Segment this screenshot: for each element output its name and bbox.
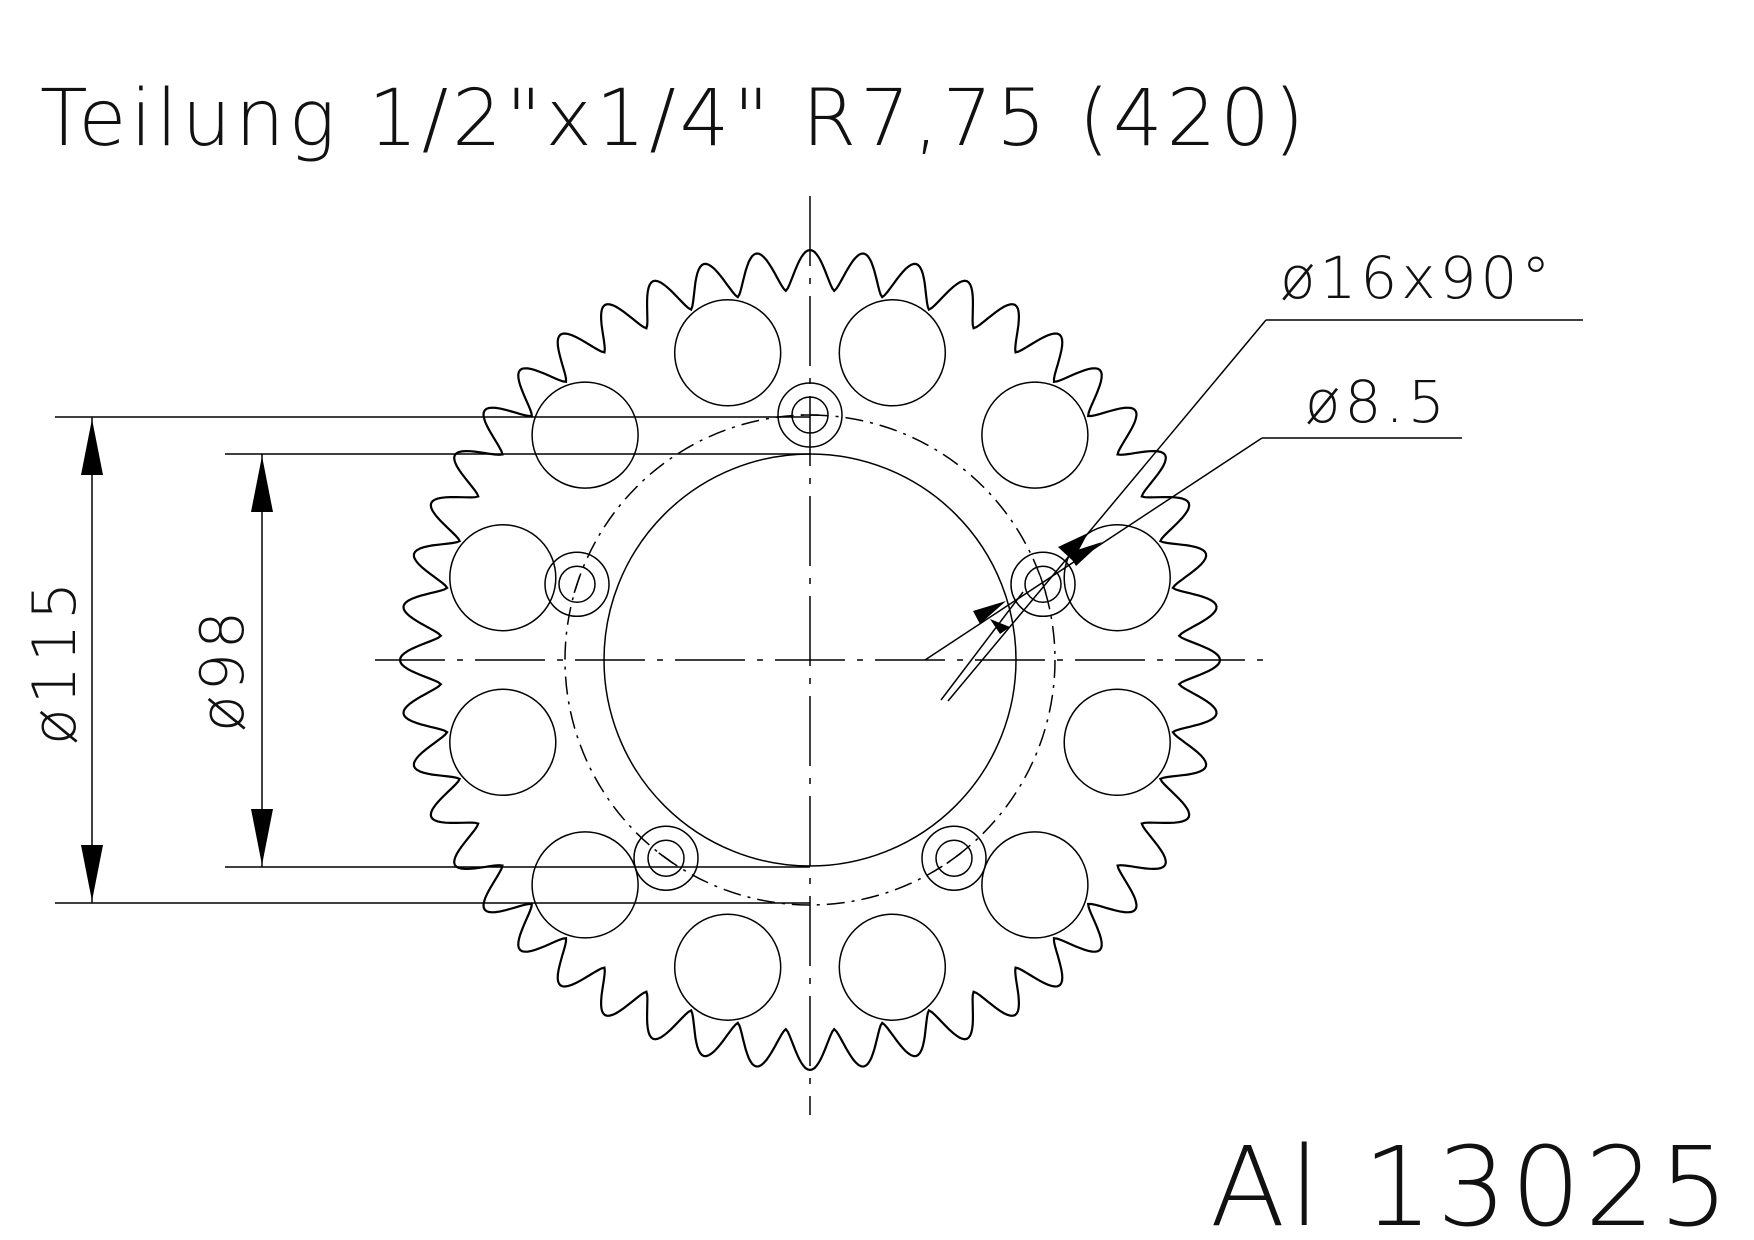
arrow-bolt-hole-outer	[1068, 542, 1102, 566]
bolt-hole-bore	[558, 565, 596, 604]
lightening-hole	[449, 523, 557, 632]
bolt-hole	[921, 825, 987, 891]
leader-extension-bolt-hole	[940, 591, 1024, 701]
lightening-holes	[449, 299, 1171, 1021]
lightening-hole	[981, 381, 1089, 489]
bolt-hole-centermark	[658, 852, 674, 865]
bolt-hole-countersink	[544, 551, 610, 618]
lightening-hole	[1063, 523, 1171, 632]
bolt-hole	[1010, 551, 1076, 618]
lightening-hole	[531, 381, 639, 489]
lightening-hole	[673, 913, 782, 1021]
arrow-115-top	[81, 419, 103, 475]
lightening-hole	[531, 831, 639, 939]
bolt-hole-centermark	[1039, 575, 1047, 594]
bolt-hole-bore	[1024, 565, 1062, 604]
lightening-hole	[449, 688, 557, 797]
drawing-title: Teilung 1/2"x1/4" R7,75 (420)	[40, 74, 1308, 164]
arrow-98-top	[251, 456, 273, 512]
label-98: ø98	[188, 607, 258, 732]
bolt-hole	[544, 551, 610, 618]
arrow-98-bottom	[251, 809, 273, 865]
dimension-98: ø98	[188, 453, 810, 868]
bolt-hole-centermark	[573, 575, 581, 594]
lightening-hole	[1063, 688, 1171, 797]
label-bolt-hole: ø8.5	[1305, 368, 1449, 436]
lightening-hole	[673, 299, 782, 407]
bolt-hole-countersink	[1010, 551, 1076, 618]
bolt-hole-countersink	[633, 825, 699, 891]
bolt-hole-bore	[935, 839, 973, 877]
leader-line-countersink	[947, 319, 1267, 702]
bolt-hole	[633, 825, 699, 891]
part-number: Al 13025	[1210, 1123, 1733, 1240]
arrow-countersink-inner	[990, 619, 1010, 634]
bolt-hole-centermark	[946, 852, 962, 865]
bolt-hole-bore	[647, 839, 685, 877]
label-115: ø115	[20, 578, 90, 745]
lightening-hole	[838, 299, 947, 407]
dimension-115: ø115	[20, 416, 810, 904]
arrow-bolt-hole-inner	[973, 601, 1006, 624]
bolt-hole-countersink	[921, 825, 987, 891]
bolt-pitch-circle	[564, 414, 1056, 906]
label-countersink: ø16x90°	[1280, 244, 1554, 312]
dimension-countersink: ø16x90°	[947, 244, 1583, 702]
arrow-115-bottom	[81, 845, 103, 901]
lightening-hole	[981, 831, 1089, 939]
lightening-hole	[838, 913, 947, 1021]
sprocket-teeth-outline	[398, 248, 1222, 1072]
arrow-countersink-outer	[1058, 533, 1088, 561]
dimension-bolt-hole: ø8.5	[924, 368, 1462, 701]
